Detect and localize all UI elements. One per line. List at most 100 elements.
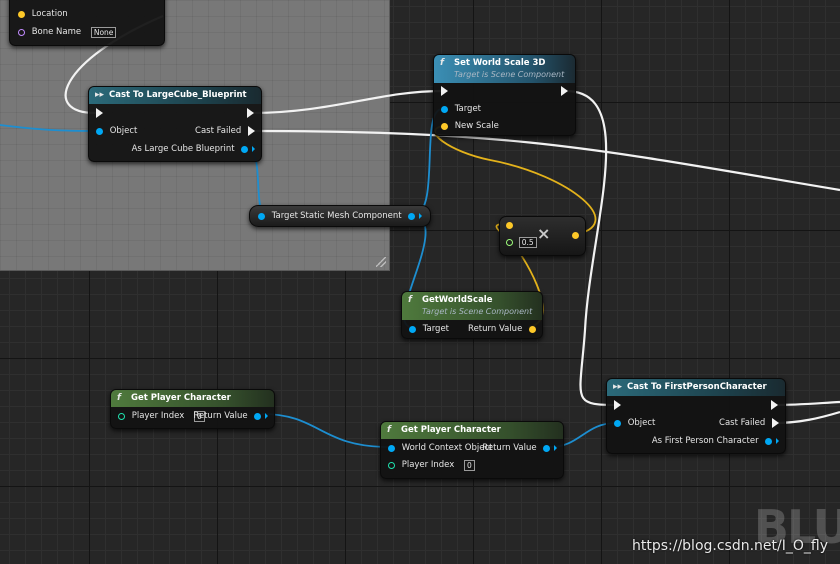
get-player-character-node-2[interactable]: f Get Player Character World Context Obj… bbox=[380, 421, 564, 479]
exec-out-row bbox=[771, 399, 778, 411]
cast-failed-row: Cast Failed bbox=[191, 125, 255, 137]
gws-target-pin[interactable] bbox=[409, 325, 416, 333]
getter-output-pin[interactable] bbox=[408, 212, 416, 220]
gpc1-player-index-pin[interactable] bbox=[118, 412, 125, 420]
gpc2-return-pin[interactable] bbox=[543, 444, 551, 452]
exec-out-pin[interactable] bbox=[771, 399, 778, 410]
gpc1-player-index-label: Player Index bbox=[131, 411, 185, 421]
target-pin[interactable] bbox=[441, 105, 448, 113]
gpc1-return-arrow bbox=[265, 413, 268, 419]
gws-return-pin[interactable] bbox=[529, 325, 536, 333]
exec-out-pin[interactable] bbox=[247, 107, 254, 118]
cast-icon: ▸▸ bbox=[95, 90, 105, 100]
as-firstperson-arrow bbox=[776, 438, 779, 444]
target-label: Target bbox=[454, 104, 481, 114]
gpc1-return-pin[interactable] bbox=[254, 412, 262, 420]
gws-target-row: Target bbox=[409, 323, 453, 335]
as-firstperson-label: As First Person Character bbox=[651, 436, 759, 446]
exec-wire-setscale-to-castfp[interactable] bbox=[565, 89, 617, 407]
exec-out-pin[interactable] bbox=[561, 85, 568, 96]
bone-name-field[interactable]: None bbox=[90, 26, 117, 38]
exec-in-row bbox=[96, 107, 103, 119]
get-world-scale-title: GetWorldScale bbox=[422, 295, 493, 305]
gpc1-return-row: Return Value bbox=[189, 410, 268, 422]
get-player-character-node-1[interactable]: f Get Player Character Player Index 0 Re… bbox=[110, 389, 275, 429]
gpc1-player-index-row: Player Index 0 bbox=[118, 410, 205, 422]
getter-target-pin[interactable] bbox=[258, 212, 265, 220]
gpc2-return-arrow bbox=[554, 445, 557, 451]
getter-target-label: Target bbox=[271, 211, 298, 221]
exec-in-pin[interactable] bbox=[441, 85, 448, 96]
multiply-in-a-pin[interactable] bbox=[506, 222, 513, 229]
cast-firstperson-header[interactable]: ▸▸ Cast To FirstPersonCharacter bbox=[607, 379, 785, 396]
object-in-pin[interactable] bbox=[614, 419, 621, 427]
cast-failed-pin[interactable] bbox=[772, 418, 779, 428]
as-largecube-pin[interactable] bbox=[241, 145, 249, 153]
cast-largecube-header[interactable]: ▸▸ Cast To LargeCube_Blueprint bbox=[89, 87, 261, 104]
location-label: Location bbox=[31, 9, 68, 19]
exec-in-row bbox=[614, 399, 621, 411]
object-wire-gpc1-to-gpc2[interactable] bbox=[261, 413, 390, 448]
getter-output-row: Static Mesh Component bbox=[296, 210, 422, 222]
pin-row-bone-name: Bone Name None bbox=[18, 26, 117, 38]
get-world-scale-node[interactable]: f GetWorldScale Target is Scene Componen… bbox=[401, 291, 543, 339]
object-in-row: Object bbox=[614, 417, 659, 429]
gpc2-world-context-row: World Context Object bbox=[388, 442, 496, 454]
top-node[interactable]: Location Bone Name None bbox=[9, 0, 165, 46]
exec-wire-castfailed-right[interactable] bbox=[252, 129, 840, 192]
new-scale-row: New Scale bbox=[441, 120, 503, 132]
function-icon: f bbox=[440, 58, 444, 68]
gpc1-header[interactable]: f Get Player Character bbox=[111, 390, 274, 407]
gpc2-header[interactable]: f Get Player Character bbox=[381, 422, 563, 439]
multiply-node[interactable]: × 0.5 bbox=[499, 216, 586, 256]
cast-firstperson-node[interactable]: ▸▸ Cast To FirstPersonCharacter Object C… bbox=[606, 378, 786, 454]
as-largecube-arrow bbox=[252, 146, 255, 152]
url-watermark: https://blog.csdn.net/I_O_fly bbox=[631, 538, 828, 554]
cast-failed-label: Cast Failed bbox=[719, 418, 766, 428]
location-pin[interactable] bbox=[18, 10, 25, 18]
new-scale-pin[interactable] bbox=[441, 122, 448, 130]
object-wire-left-in[interactable] bbox=[0, 124, 99, 132]
multiply-out-pin[interactable] bbox=[572, 232, 579, 239]
gpc2-player-index-pin[interactable] bbox=[388, 461, 395, 469]
function-icon: f bbox=[387, 425, 391, 435]
multiply-out-row bbox=[572, 230, 579, 242]
gpc1-player-index-field[interactable]: 0 bbox=[193, 410, 205, 422]
get-world-scale-header[interactable]: f GetWorldScale Target is Scene Componen… bbox=[402, 292, 542, 320]
gpc2-title: Get Player Character bbox=[401, 425, 501, 435]
comment-resize-grip[interactable] bbox=[376, 257, 386, 267]
cast-failed-row: Cast Failed bbox=[715, 417, 779, 429]
bone-name-pin[interactable] bbox=[18, 28, 25, 36]
gpc2-return-row: Return Value bbox=[478, 442, 557, 454]
gpc2-world-context-pin[interactable] bbox=[388, 444, 395, 452]
vector-wire-multiply-to-newscale[interactable] bbox=[434, 125, 597, 236]
exec-in-row bbox=[441, 85, 448, 97]
target-row: Target bbox=[441, 103, 485, 115]
as-firstperson-pin[interactable] bbox=[765, 437, 773, 445]
gpc2-player-index-row: Player Index 0 bbox=[388, 459, 475, 471]
set-world-scale-node[interactable]: f Set World Scale 3D Target is Scene Com… bbox=[433, 54, 576, 136]
gpc1-return-label: Return Value bbox=[193, 411, 248, 421]
static-mesh-getter-node[interactable]: Target Static Mesh Component bbox=[249, 205, 431, 227]
cast-icon: ▸▸ bbox=[613, 382, 623, 392]
cast-largecube-node[interactable]: ▸▸ Cast To LargeCube_Blueprint Object Ca… bbox=[88, 86, 262, 162]
multiply-value-field[interactable]: 0.5 bbox=[518, 237, 537, 248]
get-world-scale-subtitle: Target is Scene Component bbox=[422, 307, 533, 316]
exec-in-pin[interactable] bbox=[96, 107, 103, 118]
function-icon: f bbox=[408, 295, 412, 305]
exec-wire-cast-to-setscale[interactable] bbox=[251, 89, 443, 115]
getter-output-label: Static Mesh Component bbox=[300, 211, 402, 221]
pin-row-hidden bbox=[18, 0, 25, 2]
cast-failed-pin[interactable] bbox=[248, 126, 255, 136]
cast-firstperson-title: Cast To FirstPersonCharacter bbox=[627, 382, 767, 392]
multiply-in-a-row bbox=[506, 220, 513, 232]
object-in-pin[interactable] bbox=[96, 127, 103, 135]
gpc2-player-index-field[interactable]: 0 bbox=[463, 459, 475, 471]
set-world-scale-header[interactable]: f Set World Scale 3D Target is Scene Com… bbox=[434, 55, 575, 83]
object-in-label: Object bbox=[109, 126, 138, 136]
multiply-in-b-pin[interactable] bbox=[506, 239, 513, 246]
exec-in-pin[interactable] bbox=[614, 399, 621, 410]
gpc2-return-label: Return Value bbox=[482, 443, 537, 453]
bone-name-label: Bone Name bbox=[31, 27, 82, 37]
